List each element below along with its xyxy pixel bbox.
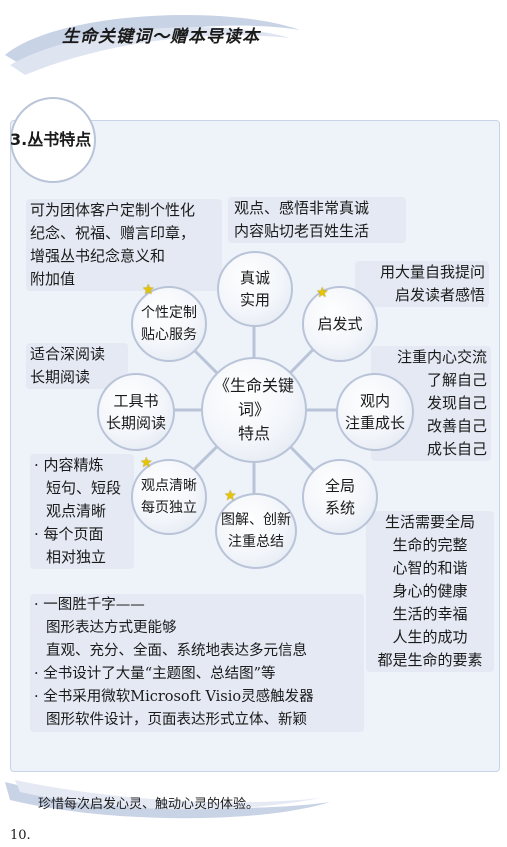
callout-line: · 一图胜千字——: [34, 597, 145, 613]
callout-line: 启发读者感悟: [394, 286, 485, 304]
callout-graphic: · 一图胜千字—— 图形表达方式更能够 直观、充分、全面、系统地表达多元信息 ·…: [30, 594, 364, 732]
star-icon: ★: [316, 285, 329, 301]
node-inspire: 启发式: [302, 286, 378, 362]
callout-line: 生活的幸福: [392, 605, 468, 623]
callout-line: 都是生命的要素: [377, 651, 483, 669]
page-number: 10.: [10, 828, 31, 843]
node-custom: 个性定制 贴心服务: [131, 286, 207, 362]
node-sincere: 真诚 实用: [217, 251, 293, 327]
callout-line: 人生的成功: [392, 628, 468, 646]
callout-line: 直观、充分、全面、系统地表达多元信息: [46, 643, 307, 659]
section-title: 3.丛书特点: [10, 130, 92, 149]
callout-line: · 全书设计了大量“主题图、总结图”等: [34, 666, 276, 682]
center-node: 《生命关键词》 特点: [201, 357, 307, 463]
callout-line: 发现自己: [426, 394, 487, 412]
callout-line: · 内容精炼: [34, 456, 104, 474]
callout-line: 适合深阅读: [30, 345, 106, 363]
callout-line: 注重内心交流: [396, 348, 487, 366]
callout-line: 成长自己: [426, 440, 487, 458]
callout-line: 生活需要全局: [384, 513, 475, 531]
callout-line: 图形软件设计，页面表达形式立体、新颖: [46, 712, 307, 728]
callout-line: 长期阅读: [30, 368, 91, 386]
callout-custom: 可为团体客户定制个性化 纪念、祝福、赠言印章， 增强丛书纪念意义和 附加值: [26, 199, 222, 291]
header-swoosh: [5, 15, 300, 75]
footer-swoosh: [5, 780, 330, 819]
node-toolbook: 工具书 长期阅读: [97, 373, 175, 451]
callout-line: 用大量自我提问: [379, 263, 485, 281]
callout-line: · 全书采用微软Microsoft Visio灵感触发器: [34, 689, 314, 705]
header-title: 生命关键词～赠本导读本: [62, 27, 260, 47]
star-icon: ★: [224, 488, 237, 504]
callout-line: 图形表达方式更能够: [46, 620, 177, 636]
callout-line: 内容贴切老百姓生活: [234, 222, 370, 240]
callout-sincere: 观点、感悟非常真诚 内容贴切老百姓生活: [228, 197, 406, 243]
callout-inspire: 用大量自我提问 启发读者感悟: [355, 261, 489, 307]
footer-quote: 珍惜每次启发心灵、触动心灵的体验。: [38, 797, 260, 812]
callout-toolbook: 适合深阅读 长期阅读: [26, 343, 128, 389]
callout-line: 心智的和谐: [392, 559, 468, 577]
section-badge: [10, 97, 96, 183]
callout-overall: 生活需要全局 生命的完整 心智的和谐 身心的健康 生活的幸福 人生的成功 都是生…: [366, 511, 494, 672]
callout-line: 附加值: [30, 270, 76, 288]
star-icon: ★: [140, 455, 153, 471]
node-graphic: 图解、创新 注重总结: [215, 493, 297, 569]
callout-line: 观点、感悟非常真诚: [234, 199, 370, 217]
callout-line: 生命的完整: [392, 536, 468, 554]
node-inner: 观内 注重成长: [336, 373, 414, 451]
callout-line: 短句、短段: [46, 479, 122, 497]
callout-line: 增强丛书纪念意义和: [30, 247, 166, 265]
node-clear: 观点清晰 每页独立: [131, 459, 207, 535]
node-overall: 全局 系统: [302, 459, 378, 535]
callout-line: 相对独立: [46, 548, 107, 566]
callout-line: 纪念、祝福、赠言印章，: [30, 224, 196, 242]
callout-clear: · 内容精炼 短句、短段 观点清晰 · 每个页面 相对独立: [30, 454, 134, 569]
star-icon: ★: [142, 282, 155, 298]
callout-line: 观点清晰: [46, 502, 107, 520]
callout-line: 了解自己: [426, 371, 487, 389]
callout-line: · 每个页面: [34, 525, 104, 543]
callout-line: 身心的健康: [392, 582, 468, 600]
callout-line: 改善自己: [426, 417, 487, 435]
callout-line: 可为团体客户定制个性化: [30, 201, 196, 219]
